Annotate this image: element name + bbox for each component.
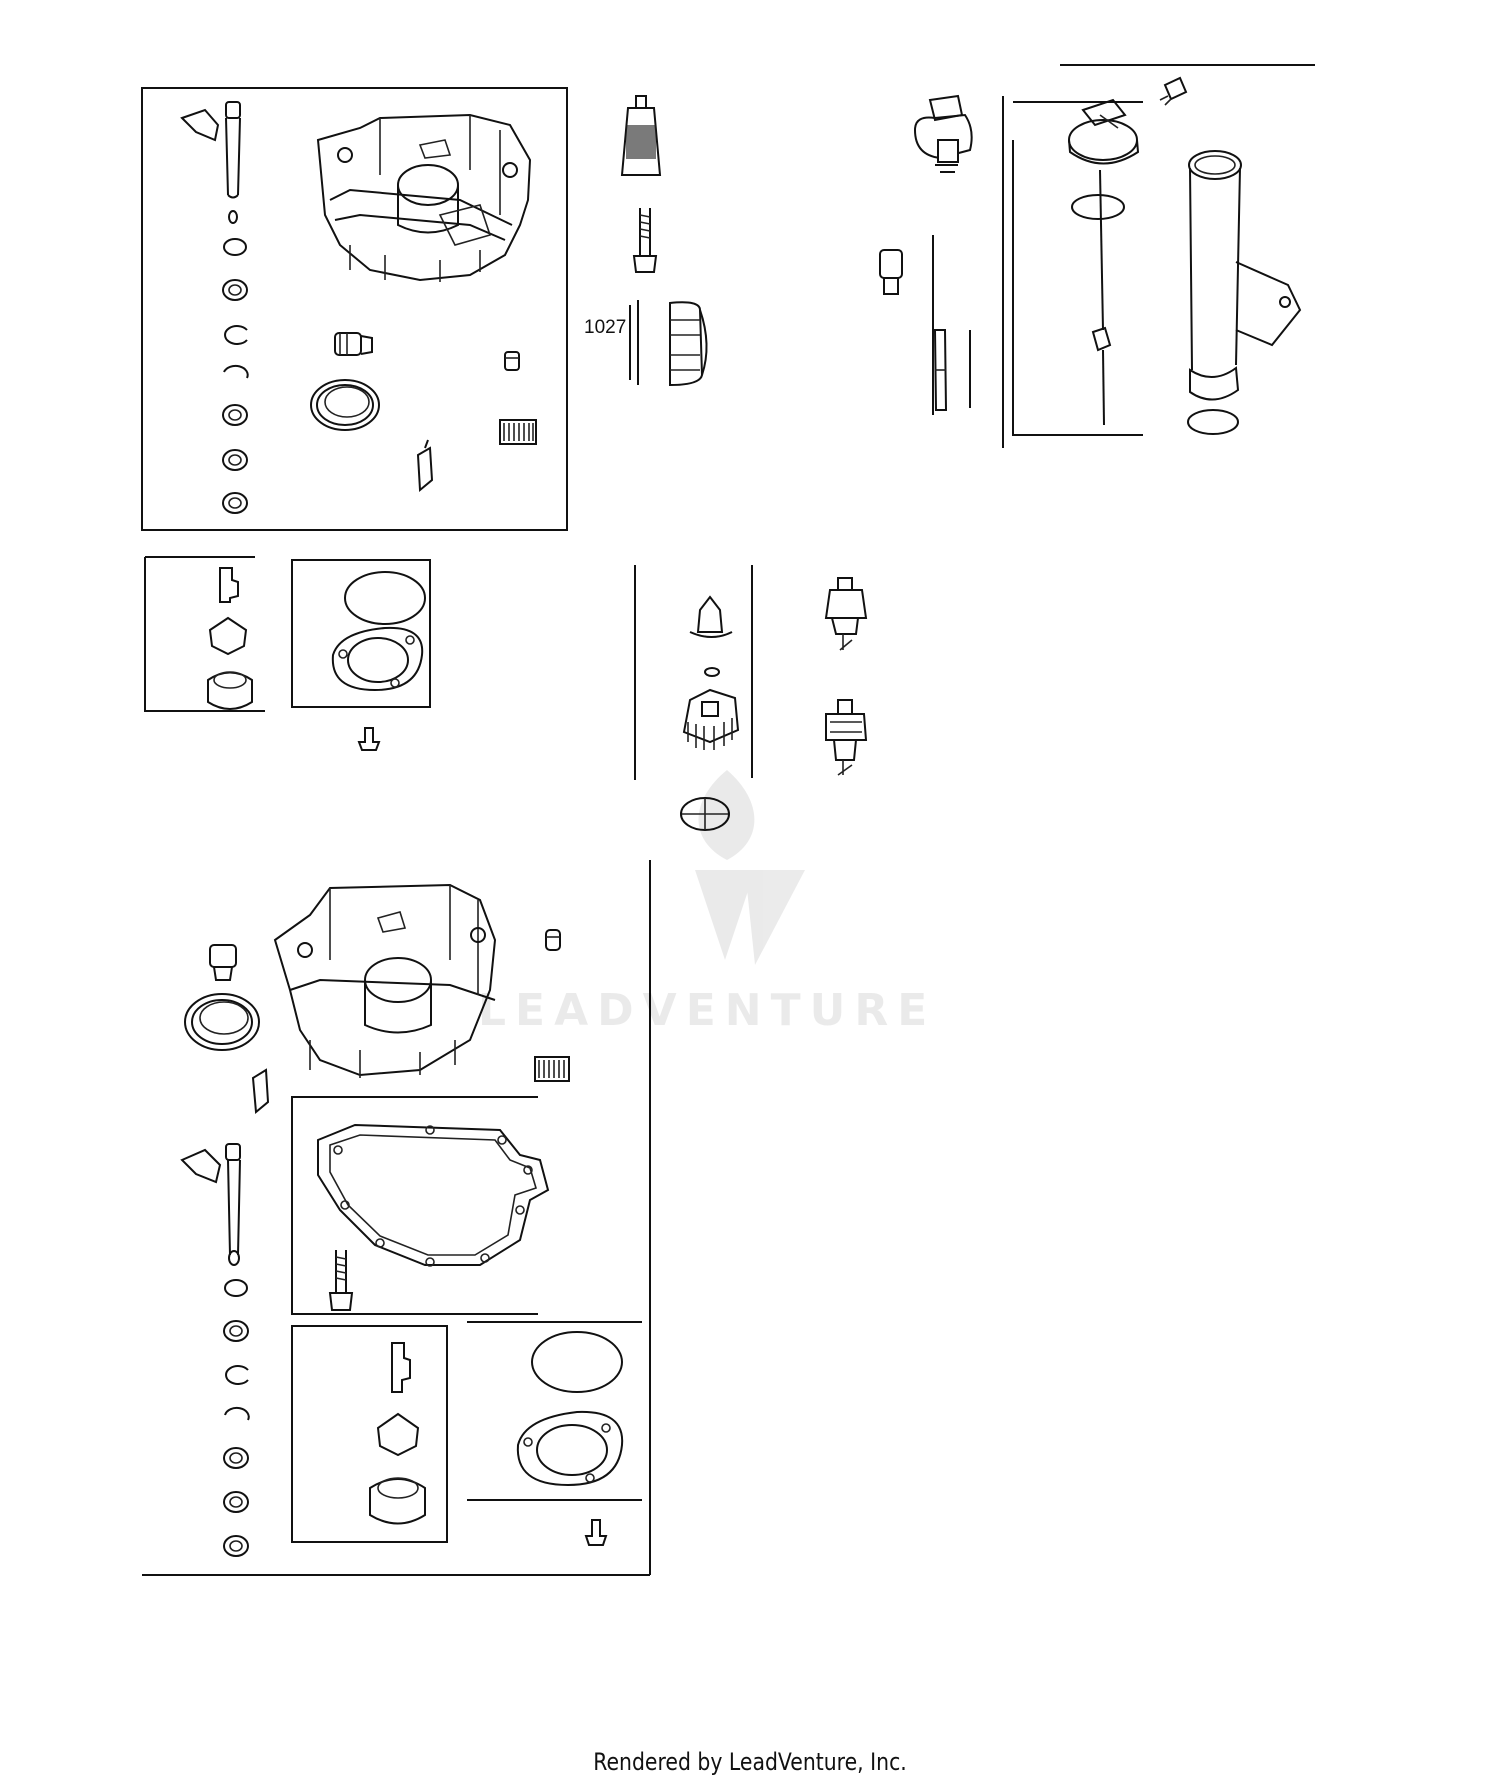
- callout-1027: 1027: [584, 317, 626, 338]
- oil-pressure-switch-1-icon: [824, 577, 868, 651]
- fitting-elbow-icon: [879, 249, 903, 295]
- seal-4-icon: [222, 492, 248, 514]
- bolt-icon: [632, 208, 658, 273]
- lower-cover-screw-icon: [584, 1519, 608, 1546]
- oil-fill-tube-icon: [1188, 150, 1302, 401]
- fitting-icon: [504, 351, 520, 371]
- pump-o-ring-icon: [344, 571, 426, 625]
- seal-1-icon: [222, 279, 248, 301]
- e-ring-2-icon: [223, 364, 249, 379]
- dipstick-group-frame: [1002, 96, 1143, 448]
- fill-tube-o-ring-icon: [1187, 409, 1239, 435]
- lower-seal-4-icon: [223, 1535, 249, 1557]
- oil-filter-icon: [669, 301, 708, 387]
- oil-seal-icon: [310, 379, 380, 431]
- lower-sump-frame: [142, 860, 651, 1576]
- oil-pressure-switch-2-icon: [825, 699, 868, 776]
- drain-plug-icon: [334, 332, 373, 356]
- lower-seal-3-icon: [223, 1491, 249, 1513]
- pump-cover-gasket-icon: [331, 626, 424, 692]
- lower-engine-sump-icon: [273, 883, 497, 1078]
- dipstick-cap-icon: [1068, 98, 1140, 165]
- sump-group-frame: [141, 87, 568, 531]
- lower-outer-rotor-icon: [369, 1477, 426, 1525]
- lower-seal-2-icon: [223, 1447, 249, 1469]
- footer-credit: Rendered by LeadVenture, Inc.: [593, 1748, 907, 1776]
- sump-gasket-frame: [291, 1096, 538, 1315]
- sealant-tube-icon: [620, 95, 662, 176]
- pump-cover-screw-icon: [357, 727, 381, 751]
- lower-clip-icon: [251, 1068, 270, 1114]
- governor-shaft-icon: [180, 101, 241, 199]
- filter-bracket-left: [629, 300, 639, 385]
- dipstick-icon: [1091, 169, 1112, 426]
- oil-pump-top-icon: [913, 94, 973, 173]
- lower-e-ring-2-icon: [224, 1406, 250, 1421]
- shaft-pin-icon: [228, 210, 238, 224]
- lower-seal-1-icon: [223, 1320, 249, 1342]
- spring-icon: [499, 419, 537, 445]
- lower-pump-shaft-icon: [391, 1342, 411, 1393]
- lower-pump-cover-frame: [467, 1321, 642, 1501]
- seal-2-icon: [222, 404, 248, 426]
- lower-fitting-icon: [545, 929, 561, 951]
- sump-gasket-icon: [317, 1123, 550, 1267]
- pump-cover-frame: [291, 559, 431, 708]
- oil-pump-gear-icon: [682, 688, 740, 750]
- outer-rotor-icon: [207, 671, 253, 710]
- lower-pump-gasket-icon: [516, 1410, 624, 1487]
- lower-drain-plug-icon: [209, 944, 237, 981]
- e-ring-1-icon: [224, 325, 248, 345]
- lower-pump-o-ring-icon: [531, 1331, 623, 1393]
- watermark-text: LEADVENTURE: [478, 985, 937, 1036]
- seal-3-icon: [222, 449, 248, 471]
- dipstick-o-ring-icon: [1071, 194, 1125, 220]
- lower-governor-shaft-icon: [180, 1143, 241, 1266]
- sump-bolt-icon: [328, 1250, 354, 1311]
- inner-rotor-icon: [208, 616, 248, 656]
- screw-icon: [1159, 76, 1188, 106]
- lower-oil-seal-icon: [184, 993, 260, 1051]
- watermark-logo-icon: [695, 770, 805, 965]
- engine-sump-icon: [316, 113, 532, 282]
- small-ring-icon: [704, 667, 720, 677]
- lower-washer-icon: [224, 1279, 248, 1297]
- gear-insert-icon: [680, 797, 730, 831]
- washer-1-icon: [223, 238, 247, 256]
- clip-icon: [416, 439, 434, 493]
- lower-pump-rotor-frame: [291, 1325, 448, 1543]
- dipstick-tube-icon: [932, 235, 971, 415]
- lower-spring-icon: [534, 1056, 570, 1082]
- pump-shaft-icon: [219, 567, 239, 603]
- lower-e-ring-1-icon: [225, 1365, 249, 1385]
- oil-pump-rotor-frame: [144, 556, 265, 712]
- push-pin-icon: [689, 595, 733, 638]
- lower-inner-rotor-icon: [376, 1412, 420, 1457]
